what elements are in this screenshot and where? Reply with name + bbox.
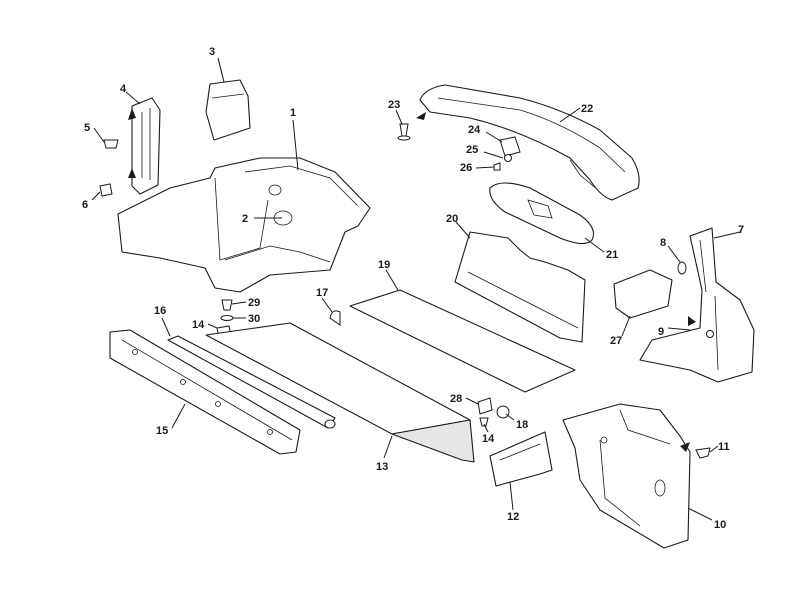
part-11-screw bbox=[695, 447, 711, 459]
callout-14-left: 14 bbox=[192, 319, 205, 331]
part-16-rod bbox=[167, 335, 336, 429]
callout-15: 15 bbox=[156, 425, 168, 437]
part-13-floor-panel bbox=[205, 322, 475, 463]
callout-21: 21 bbox=[606, 249, 618, 261]
callout-29: 29 bbox=[248, 297, 260, 309]
part-19-carpet bbox=[349, 289, 576, 393]
part-1-side-trim bbox=[117, 157, 371, 293]
callout-8: 8 bbox=[660, 237, 666, 249]
part-5-6-fasteners bbox=[99, 139, 119, 197]
callout-labels: 1 2 3 4 5 6 7 8 9 10 11 12 13 14 14 15 1… bbox=[82, 46, 744, 531]
callout-20: 20 bbox=[446, 213, 458, 225]
part-23-clip bbox=[397, 123, 411, 141]
callout-28: 28 bbox=[450, 393, 462, 405]
callout-16: 16 bbox=[154, 305, 166, 317]
callout-10: 10 bbox=[714, 519, 726, 531]
callout-14-right: 14 bbox=[482, 433, 495, 445]
part-4-bracket bbox=[131, 97, 161, 195]
part-21-oval-cover bbox=[489, 182, 595, 245]
callout-1: 1 bbox=[290, 107, 296, 119]
part-20-board bbox=[454, 231, 586, 343]
callout-22: 22 bbox=[581, 103, 593, 115]
part-7-side-panel bbox=[639, 227, 755, 383]
hardware-24-25-26 bbox=[493, 136, 521, 171]
callout-18: 18 bbox=[516, 419, 528, 431]
part-10-corner-trim bbox=[562, 403, 691, 549]
part-12-bracket bbox=[489, 431, 553, 487]
callout-13: 13 bbox=[376, 461, 388, 473]
part-15-sill bbox=[109, 329, 301, 455]
part-22-upper-trim bbox=[419, 84, 640, 201]
callout-4: 4 bbox=[120, 83, 127, 95]
callout-6: 6 bbox=[82, 199, 88, 211]
part-3-panel bbox=[205, 79, 251, 141]
callout-7: 7 bbox=[738, 224, 744, 236]
callout-30: 30 bbox=[248, 313, 260, 325]
callout-3: 3 bbox=[209, 46, 215, 58]
leader-lines bbox=[91, 57, 741, 521]
part-27-pad bbox=[613, 269, 673, 319]
callout-12: 12 bbox=[507, 511, 519, 523]
callout-9: 9 bbox=[658, 326, 664, 338]
callout-19: 19 bbox=[378, 259, 390, 271]
callout-5: 5 bbox=[84, 122, 90, 134]
part-17-clip bbox=[329, 310, 341, 326]
callout-24: 24 bbox=[468, 124, 481, 136]
callout-26: 26 bbox=[460, 162, 472, 174]
assembly-arrows bbox=[128, 108, 696, 452]
callout-23: 23 bbox=[388, 99, 400, 111]
callout-2: 2 bbox=[242, 213, 248, 225]
callout-27: 27 bbox=[610, 335, 622, 347]
callout-11: 11 bbox=[718, 441, 730, 453]
callout-25: 25 bbox=[466, 144, 478, 156]
callout-17: 17 bbox=[316, 287, 328, 299]
fasteners-28-18-14 bbox=[477, 397, 510, 427]
